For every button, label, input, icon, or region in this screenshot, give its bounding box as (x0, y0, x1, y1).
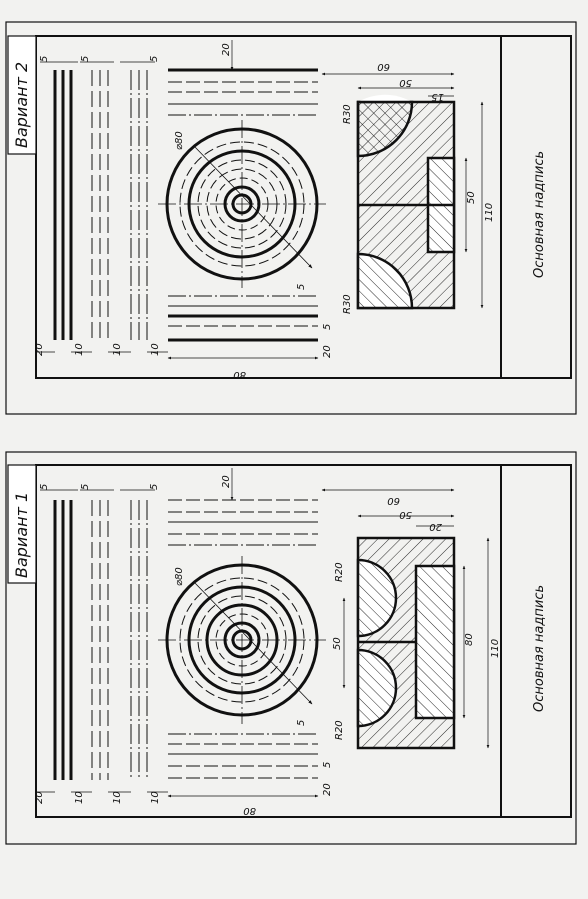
variant-label-box (7, 464, 37, 584)
dim-10-c: 10 (150, 343, 161, 356)
line-type-samples (53, 70, 148, 340)
sec-dim-inner: 80 (464, 633, 475, 646)
sec-dim-50: 50 (399, 509, 412, 520)
dim-20-bot: 20 (322, 345, 333, 358)
variant-label-box (7, 35, 37, 155)
dim-diameter: ⌀80 (174, 567, 185, 586)
variant-2-sheet: Вариант 2 Основная надпись 5 5 5 20 10 (5, 21, 577, 415)
outer-frame (5, 451, 577, 845)
dim-diameter: ⌀80 (174, 131, 185, 150)
dim-5a: 5 (39, 56, 50, 62)
concentric-circles (158, 556, 326, 724)
dim-5c: 5 (149, 56, 160, 62)
inner-frame (35, 464, 572, 818)
sec-dim-110: 110 (490, 639, 501, 658)
title-block-text: Основная надпись (532, 151, 547, 278)
dim-80: 80 (243, 805, 256, 816)
line-type-samples (53, 500, 148, 780)
dim-20-left: 20 (34, 791, 45, 804)
section-dims (321, 488, 490, 749)
dim-10-c: 10 (150, 791, 161, 804)
horizontal-line-samples (168, 68, 318, 342)
dim-5-d: 5 (322, 324, 333, 330)
line-samples-dims (36, 489, 168, 793)
line-samples-dims (36, 61, 168, 353)
dim-ring-5: 5 (296, 720, 307, 726)
outer-frame (5, 21, 577, 415)
dim-10-b: 10 (112, 791, 123, 804)
dim-5b: 5 (80, 56, 91, 62)
dim-20-bot: 20 (322, 783, 333, 796)
variant-title: Вариант 2 (12, 62, 31, 148)
dim-10-b: 10 (112, 343, 123, 356)
radius-top: R20 (334, 562, 345, 582)
dim-ring-5: 5 (296, 284, 307, 290)
sec-dim-110: 110 (484, 203, 495, 222)
section-view (356, 94, 456, 310)
dim-5-d: 5 (322, 762, 333, 768)
dim-20-left: 20 (34, 343, 45, 356)
dim-10-a: 10 (74, 791, 85, 804)
horizontal-line-samples (168, 499, 318, 779)
sec-dim-mid-50: 50 (332, 637, 343, 650)
section-view (356, 536, 456, 750)
sec-dim-60: 60 (377, 61, 390, 72)
sec-dim-50: 50 (399, 77, 412, 88)
sec-dim-60: 60 (387, 495, 400, 506)
variant-title: Вариант 1 (12, 492, 31, 578)
dim-5a: 5 (39, 484, 50, 490)
sec-dim-inner: 50 (466, 191, 477, 204)
dim-80: 80 (233, 369, 246, 380)
concentric-circles (158, 120, 326, 288)
variant-1-sheet: Вариант 1 Основная надпись 5 5 5 20 10 (5, 451, 577, 845)
dim-10-a: 10 (74, 343, 85, 356)
radius-bottom: R20 (334, 720, 345, 740)
dim-20-top: 20 (221, 43, 232, 56)
radius-bottom: R30 (342, 294, 353, 314)
dim-5b: 5 (80, 484, 91, 490)
inner-frame (35, 35, 572, 379)
title-block-text: Основная надпись (532, 585, 547, 712)
dim-20-top: 20 (221, 475, 232, 488)
dim-5c: 5 (149, 484, 160, 490)
sec-dim-15: 15 (431, 91, 444, 102)
radius-top: R30 (342, 104, 353, 124)
sec-dim-20: 20 (429, 521, 442, 532)
section-dims (321, 72, 484, 309)
